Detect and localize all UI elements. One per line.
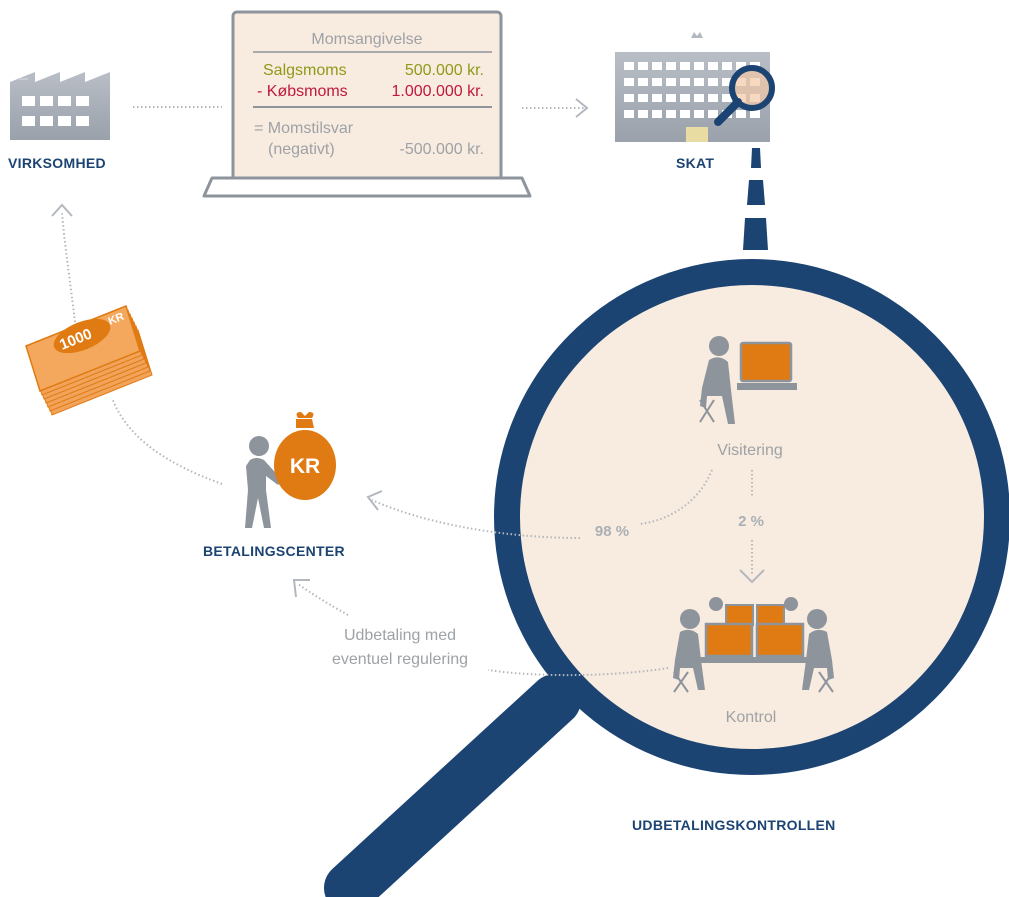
arrow-98-a: [639, 469, 713, 525]
laptop-icon: [202, 10, 532, 198]
arrow-head-betaling-98: [366, 490, 383, 511]
kobsmoms-label: - Købsmoms: [257, 83, 348, 100]
momstilsvar-value: -500.000 kr.: [400, 141, 485, 158]
kobsmoms-value: 1.000.000 kr.: [391, 83, 484, 100]
magnifier-lens: [494, 259, 1009, 775]
arrow-head-betaling-udbetaling: [292, 579, 310, 598]
label-pct-2: 2 %: [738, 513, 764, 530]
label-betalingscenter: BETALINGSCENTER: [203, 543, 345, 559]
banknote-stack-icon: 1000 KR: [25, 305, 153, 416]
label-visitering: Visitering: [717, 442, 783, 459]
magnifying-glass-icon: [324, 259, 1009, 897]
label-udbetaling-line2: eventuel regulering: [332, 651, 468, 668]
momsangivelse-title: Momsangivelse: [311, 31, 422, 48]
crown-icon: [691, 32, 703, 38]
label-virksomhed: VIRKSOMHED: [8, 155, 106, 171]
person-with-money-bag-icon: KR: [245, 412, 336, 528]
visitering-person-icon: [699, 336, 797, 424]
negativt-label: (negativt): [268, 141, 335, 158]
arrow-udbetaling-a: [487, 667, 669, 677]
label-udbetaling-line1: Udbetaling med: [344, 627, 456, 644]
arrow-98-b: [371, 499, 581, 539]
small-magnifier-lens: [729, 65, 775, 111]
arrow-head-kontrol: [739, 569, 765, 584]
magnifier-handle: [324, 674, 581, 897]
label-kontrol: Kontrol: [726, 709, 777, 726]
salgsmoms-label: Salgsmoms: [263, 62, 347, 79]
door: [686, 127, 708, 142]
arrow-udbetaling-b: [297, 583, 349, 616]
small-magnifier-handle: [714, 98, 742, 126]
salgsmoms-value: 500.000 kr.: [405, 62, 484, 79]
arrow-head-virksomhed: [51, 203, 73, 217]
factory-icon: [10, 72, 110, 140]
arrow-money-to-virksomhed: [61, 211, 77, 331]
arrow-head-skat: [575, 98, 589, 118]
label-skat: SKAT: [676, 155, 714, 171]
skat-to-lens-dashes: [739, 148, 772, 270]
money-bag-label: KR: [290, 455, 320, 478]
label-pct-98: 98 %: [595, 523, 629, 540]
arrow-betaling-to-money: [111, 397, 223, 485]
banknote-currency: KR: [107, 311, 126, 328]
skat-building-icon: [615, 32, 775, 142]
label-udbetalingskontrollen: UDBETALINGSKONTROLLEN: [632, 817, 836, 833]
momstilsvar-label: = Momstilsvar: [254, 120, 354, 137]
kontrol-team-icon: [673, 597, 834, 693]
